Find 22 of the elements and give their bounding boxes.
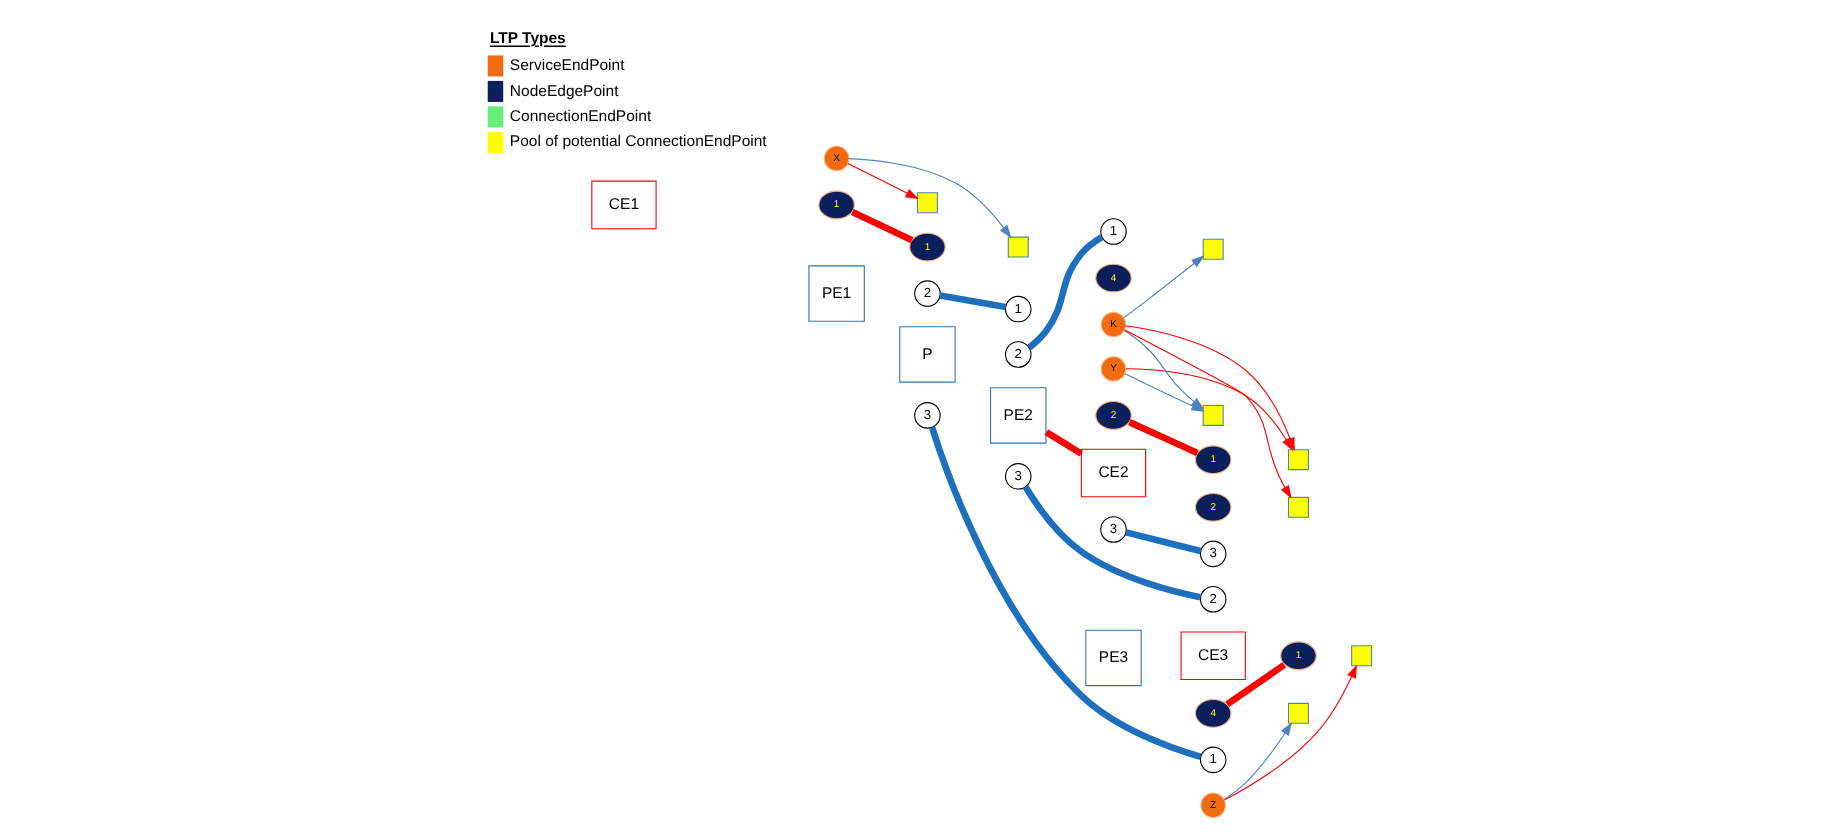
arrow xyxy=(1223,664,1357,801)
node-box xyxy=(1287,449,1309,471)
connector xyxy=(1044,429,1084,457)
connector xyxy=(1125,529,1202,555)
arrow xyxy=(1223,722,1293,800)
connector xyxy=(1128,419,1199,457)
node-box xyxy=(1287,496,1309,518)
connector xyxy=(1225,662,1287,708)
arrow xyxy=(848,158,1012,239)
node-box xyxy=(1202,404,1224,426)
node-box xyxy=(1202,238,1224,260)
arrow xyxy=(847,162,919,199)
node-box xyxy=(1351,645,1373,667)
node-box xyxy=(1287,702,1309,724)
connector xyxy=(929,426,1202,760)
connector xyxy=(939,292,1007,311)
node-box xyxy=(1007,236,1029,258)
connector xyxy=(1027,234,1104,351)
node-box xyxy=(916,192,938,214)
connector xyxy=(850,208,914,244)
arrow xyxy=(1123,255,1205,319)
connector xyxy=(1022,485,1201,601)
